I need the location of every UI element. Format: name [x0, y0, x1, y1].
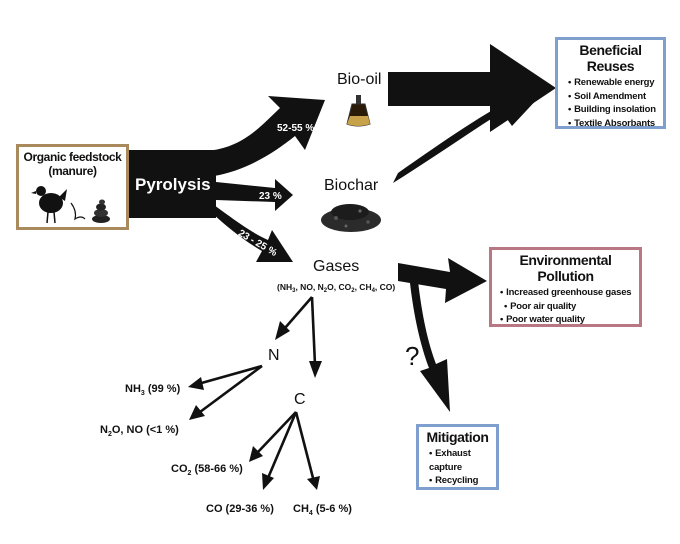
biooil-percent-label: 52-55 %	[277, 123, 314, 134]
biochar-pile-icon	[321, 204, 381, 232]
biochar-arrow	[216, 179, 293, 211]
biooil-arrow	[214, 96, 325, 176]
carbon-split-arrows	[257, 411, 315, 479]
gases-arrow	[212, 205, 293, 262]
feedstock-title: Organic feedstock	[23, 150, 122, 164]
co2-label: CO2 (58-66 %)	[171, 463, 243, 477]
list-item: Renewable energy	[568, 76, 659, 90]
beneficial-reuses-title: Beneficial Reuses	[579, 42, 642, 74]
beneficial-reuses-list: Renewable energy Soil Amendment Building…	[568, 76, 659, 130]
carbon-label: C	[294, 391, 306, 408]
biochar-to-reuses-arrow	[393, 96, 540, 183]
manure-icon	[92, 199, 110, 223]
chicken-icon	[31, 186, 67, 224]
list-item: Exhaust capture	[429, 447, 492, 474]
feedstock-icons	[31, 186, 110, 224]
list-item: Recycling	[429, 474, 492, 488]
biooil-label: Bio-oil	[337, 71, 381, 88]
ch4-label: CH4 (5-6 %)	[293, 503, 352, 517]
flask-icon	[346, 95, 371, 127]
gases-to-mitigation-arrow	[410, 281, 450, 412]
biooil-to-reuses-arrow	[388, 44, 556, 132]
nitrogen-split-arrows	[197, 364, 263, 414]
environmental-pollution-box: Environmental Pollution Increased greenh…	[489, 247, 642, 327]
environmental-pollution-list: Increased greenhouse gases Poor air qual…	[500, 286, 635, 327]
list-item: Soil Amendment	[568, 90, 659, 104]
nitrogen-label: N	[268, 347, 280, 364]
arrowhead-to-ch4	[307, 476, 320, 490]
pyrolysis-arrow	[126, 150, 216, 218]
gas-split-arrows	[284, 296, 317, 366]
gases-label: Gases	[313, 258, 359, 275]
mitigation-box: Mitigation Exhaust capture Recycling	[416, 424, 499, 490]
environmental-pollution-title: Environmental Pollution	[519, 252, 612, 284]
list-item: Textile Absorbants	[568, 117, 659, 131]
mitigation-list: Exhaust capture Recycling	[429, 447, 492, 488]
feedstock-subtitle: (manure)	[48, 164, 97, 178]
question-mark: ?	[405, 341, 419, 371]
gases-to-pollution-arrow	[398, 258, 487, 303]
list-item: Building insolation	[568, 103, 659, 117]
list-item: Increased greenhouse gases	[500, 286, 635, 300]
mitigation-title: Mitigation	[426, 429, 489, 445]
nh3-label: NH3 (99 %)	[125, 383, 181, 397]
arrowhead-to-co	[262, 473, 274, 490]
connector-line	[70, 202, 86, 221]
pyrolysis-label: Pyrolysis	[135, 175, 211, 194]
arrowhead-to-n	[275, 321, 290, 340]
list-item: Poor water quality	[500, 313, 635, 327]
biochar-percent-label: 23 %	[259, 191, 282, 202]
arrowhead-to-c	[309, 361, 322, 378]
arrowhead-to-co2	[249, 446, 263, 462]
co-label: CO (29-36 %)	[206, 503, 274, 515]
beneficial-reuses-box: Beneficial Reuses Renewable energy Soil …	[555, 37, 666, 129]
arrowhead-to-nh3	[188, 377, 204, 390]
list-item: Poor air quality	[504, 300, 635, 314]
n2o-label: N2O, NO (<1 %)	[100, 424, 179, 438]
arrowhead-to-n2o	[189, 405, 205, 420]
biochar-label: Biochar	[324, 177, 379, 194]
feedstock-box: Organic feedstock (manure)	[16, 144, 129, 230]
gas-formula: (NH3, NO, N2O, CO2, CH4, CO)	[277, 282, 395, 294]
